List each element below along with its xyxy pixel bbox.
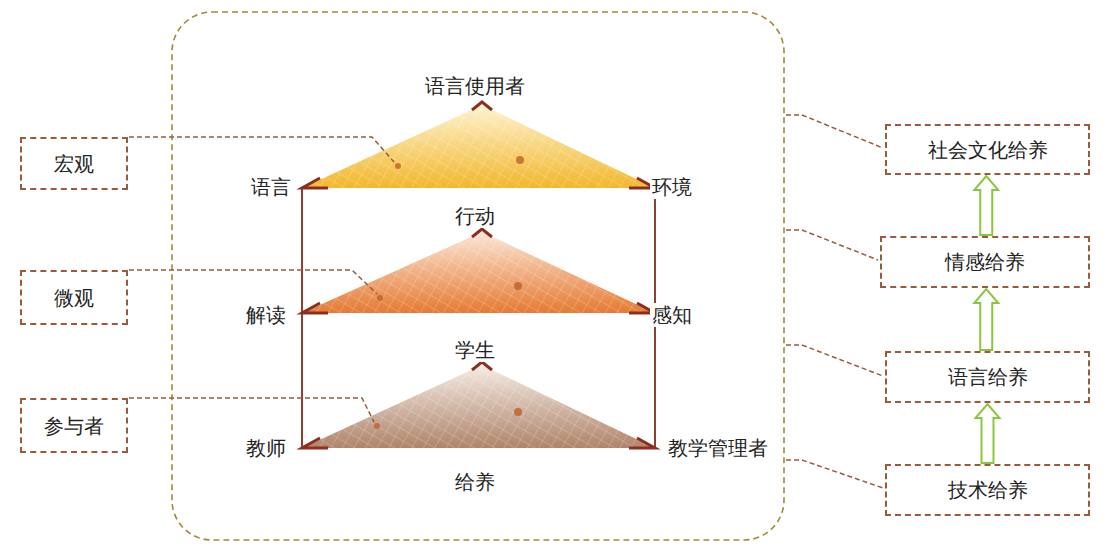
- side-line: [301, 188, 303, 448]
- block-arrow: [974, 289, 998, 350]
- vertex-label: 教学管理者: [666, 436, 770, 460]
- vertex-label: 教师: [244, 436, 288, 460]
- leader-lines: [129, 115, 883, 488]
- triangle: [302, 105, 655, 188]
- block-arrow: [974, 176, 998, 235]
- vertex-label: 环境: [650, 175, 694, 199]
- triangle: [302, 365, 655, 448]
- block-arrow: [976, 404, 1000, 463]
- box-text: 微观: [54, 286, 94, 310]
- box-text: 语言给养: [948, 365, 1028, 389]
- vertex-label: 感知: [650, 303, 694, 327]
- vertex-label: 行动: [453, 204, 497, 228]
- box-text: 情感给养: [945, 250, 1025, 274]
- vertex-label: 语言: [249, 175, 293, 199]
- text-box: 宏观: [20, 137, 128, 190]
- box-text: 参与者: [44, 414, 104, 438]
- frame: [172, 12, 784, 540]
- text-box: 社会文化给养: [885, 124, 1090, 175]
- vertex-label: 语言使用者: [423, 74, 527, 98]
- vertex-label: 解读: [244, 303, 288, 327]
- box-text: 宏观: [54, 152, 94, 176]
- text-box: 技术给养: [885, 464, 1090, 516]
- text-box: 参与者: [20, 398, 128, 453]
- vertex-label: 学生: [453, 338, 497, 362]
- triangle-hatch: [302, 365, 655, 448]
- box-text: 社会文化给养: [928, 138, 1048, 162]
- corner-marks: [302, 102, 655, 448]
- text-box: 语言给养: [885, 351, 1090, 403]
- box-text: 技术给养: [948, 478, 1028, 502]
- dots: [374, 156, 524, 429]
- text-box: 情感给养: [880, 236, 1090, 288]
- triangle-hatch: [302, 105, 655, 188]
- vertex-label: 给养: [453, 470, 497, 494]
- text-box: 微观: [20, 270, 128, 325]
